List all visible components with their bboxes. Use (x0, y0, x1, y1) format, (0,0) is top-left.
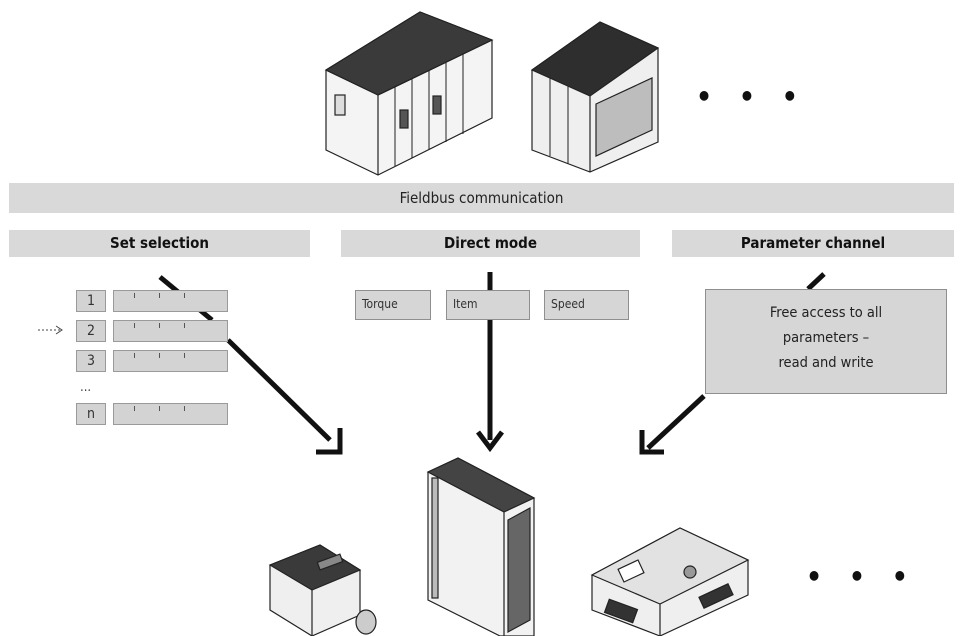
parameter-channel-box: Free access to all parameters – read and… (705, 289, 947, 394)
set-row-box (113, 403, 228, 425)
row-tick (134, 323, 135, 328)
set-selection-label: Set selection (110, 234, 209, 252)
set-row-number: 2 (76, 320, 106, 342)
parameter-channel-line: Free access to all (769, 305, 883, 321)
item-field: Item (446, 290, 530, 320)
more-devices-ellipsis: • • • (806, 560, 917, 593)
set-row-box (113, 290, 228, 312)
servo-motor-icon (268, 544, 377, 636)
set-row-box (113, 350, 228, 372)
torque-field: Torque (355, 290, 431, 320)
motor-controller-icon (426, 457, 536, 636)
row-tick (159, 323, 160, 328)
parameter-channel-line: read and write (778, 355, 874, 371)
parameter-channel-line: parameters – (782, 330, 870, 346)
row-tick (134, 353, 135, 358)
direct-mode-bar: Direct mode (341, 230, 640, 257)
row-tick (159, 353, 160, 358)
row-tick (134, 406, 135, 411)
arrow-parameter-channel (646, 394, 706, 450)
compact-plc-icon (530, 21, 660, 173)
arrow-set-selection (226, 338, 332, 442)
row-tick (159, 406, 160, 411)
fieldbus-bar: Fieldbus communication (9, 183, 954, 213)
row-tick (159, 293, 160, 298)
row-tick (184, 406, 185, 411)
fieldbus-label: Fieldbus communication (399, 189, 564, 207)
parameter-channel-bar: Parameter channel (672, 230, 954, 257)
compact-controller-icon (590, 527, 750, 636)
set-selection-bar: Set selection (9, 230, 310, 257)
set-rows-ellipsis: ... (80, 380, 92, 395)
set-row-number: 1 (76, 290, 106, 312)
parameter-channel-label: Parameter channel (740, 234, 886, 252)
row-tick (184, 353, 185, 358)
row-tick (184, 323, 185, 328)
set-row-box (113, 320, 228, 342)
speed-field: Speed (544, 290, 629, 320)
more-controllers-ellipsis: • • • (696, 80, 807, 113)
arrow-parameter-top (806, 272, 826, 291)
row-pointer-icon (38, 325, 63, 335)
plc-rack-icon (324, 11, 494, 176)
set-row-number: 3 (76, 350, 106, 372)
direct-mode-label: Direct mode (444, 234, 537, 252)
row-tick (134, 293, 135, 298)
set-row-number: n (76, 403, 106, 425)
row-tick (184, 293, 185, 298)
